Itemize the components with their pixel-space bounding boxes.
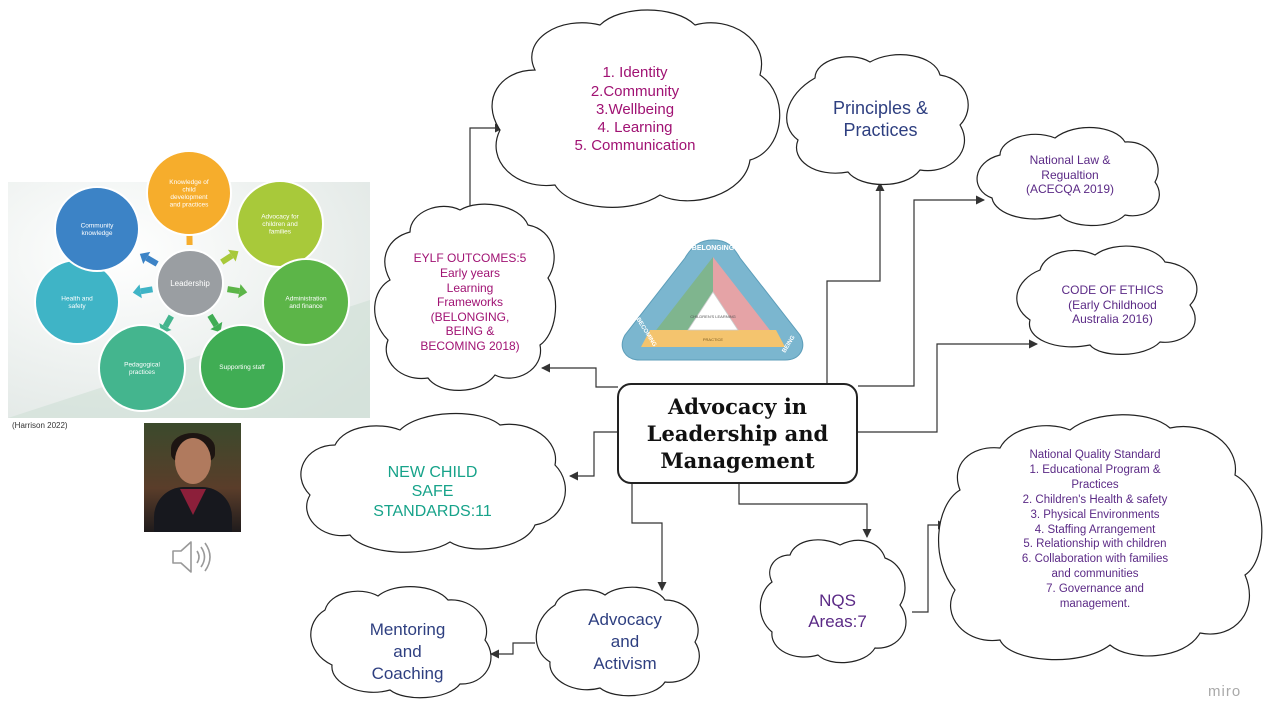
leadership-node-3 bbox=[199, 324, 285, 410]
central-topic-box[interactable]: Advocacy in Leadership and Management bbox=[617, 383, 858, 484]
cloud-eylf-text: EYLF OUTCOMES:5 Early years Learning Fra… bbox=[413, 251, 527, 354]
leadership-arrow-1 bbox=[220, 253, 234, 265]
leadership-center-label: Leadership bbox=[170, 279, 210, 288]
cloud-code-ethics-text: CODE OF ETHICS (Early Childhood Australi… bbox=[1061, 283, 1164, 327]
cloud-eylf-outcomes bbox=[491, 9, 781, 208]
cloud-eylf-outcomes-text: 1. Identity 2.Community 3.Wellbeing 4. L… bbox=[574, 64, 696, 155]
leadership-arrowhead-2 bbox=[238, 284, 248, 298]
triangle-top-label: BELONGING bbox=[692, 245, 735, 252]
triangle-bottom-segment bbox=[641, 330, 785, 347]
leadership-center-node bbox=[156, 249, 224, 317]
cloud-child-safe bbox=[300, 412, 566, 553]
leadership-node-4 bbox=[98, 324, 186, 412]
cloud-principles-text: Principles & Practices bbox=[832, 98, 929, 140]
eylf-triangle-graphic: CHILDREN'S LEARNING PRACTICE BELONGING B… bbox=[621, 239, 804, 361]
leadership-arrow-6 bbox=[145, 255, 159, 267]
leadership-arrowhead-6 bbox=[139, 251, 151, 264]
connector-nqs-areas bbox=[738, 484, 872, 538]
cloud-nqs-areas-text: NQS Areas:7 bbox=[808, 591, 867, 631]
cloud-nqs-list-text: National Quality Standard 1. Educational… bbox=[1021, 448, 1169, 611]
leadership-node-0 bbox=[146, 150, 232, 236]
cloud-national-law-text: National Law & Regualtion (ACECQA 2019) bbox=[1025, 153, 1115, 197]
connector-eylf-outcomes bbox=[469, 123, 504, 210]
leadership-node-label-3: Supporting staff bbox=[219, 364, 265, 371]
triangle-center-label: CHILDREN'S LEARNING bbox=[690, 314, 735, 319]
clouds bbox=[300, 9, 1263, 699]
cloud-nqs-list bbox=[938, 414, 1263, 661]
cloud-mentoring-text: Mentoring and Coaching bbox=[369, 619, 446, 684]
cloud-nqs-areas bbox=[759, 539, 907, 664]
leadership-node-6 bbox=[54, 186, 140, 272]
connector-principles bbox=[826, 182, 885, 385]
triangle-bottom-label: PRACTICE bbox=[703, 337, 724, 342]
cloud-code-ethics bbox=[1016, 245, 1198, 355]
connectors bbox=[469, 123, 1038, 659]
cloud-principles bbox=[786, 54, 969, 186]
connector-mentoring bbox=[490, 642, 535, 659]
triangle-center bbox=[687, 291, 739, 331]
cloud-advocacy-text: Advocacy and Activism bbox=[588, 609, 662, 674]
cloud-national-law bbox=[976, 127, 1160, 227]
connector-eylf bbox=[541, 363, 618, 388]
cloud-mentoring bbox=[310, 586, 492, 699]
miro-logo: miro bbox=[1208, 683, 1242, 700]
connector-advocacy bbox=[631, 484, 667, 591]
cloud-advocacy bbox=[535, 586, 700, 697]
presenter-photo bbox=[144, 423, 241, 532]
connector-code-ethics bbox=[858, 339, 1038, 433]
speaker-icon[interactable] bbox=[170, 538, 216, 576]
cloud-eylf bbox=[374, 203, 557, 391]
leadership-arrow-4 bbox=[162, 314, 174, 329]
leadership-arrow-5 bbox=[140, 286, 154, 295]
leadership-node-2 bbox=[262, 258, 350, 346]
leadership-arrowhead-3 bbox=[210, 321, 223, 333]
connector-child-safe bbox=[569, 431, 618, 481]
cloud-child-safe-text: NEW CHILD SAFE STANDARDS:11 bbox=[373, 463, 492, 520]
connector-nqs-list bbox=[912, 520, 947, 613]
leadership-reference: (Harrison 2022) bbox=[12, 421, 68, 430]
connector-national-law bbox=[858, 195, 985, 387]
leadership-arrow-3 bbox=[207, 313, 219, 328]
leadership-arrowhead-5 bbox=[132, 284, 142, 299]
leadership-arrowhead-1 bbox=[227, 249, 239, 262]
leadership-arrow-2 bbox=[227, 286, 240, 295]
